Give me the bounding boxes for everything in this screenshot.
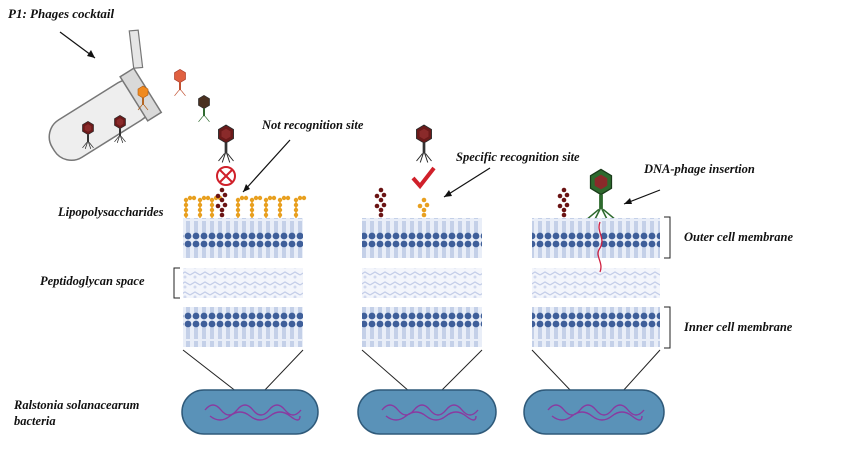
prohibited-icon	[216, 166, 236, 186]
lps-row-1	[183, 187, 307, 219]
panel-not-recognition	[182, 124, 307, 393]
test-tube	[48, 29, 163, 161]
bacterium-3	[523, 389, 665, 435]
dna-insertion-label: DNA-phage insertion	[644, 162, 755, 176]
outer-membrane-2	[362, 218, 482, 258]
bacterium-1	[181, 389, 319, 435]
peptidoglycan-2	[362, 268, 482, 298]
inner-membrane-3	[532, 307, 660, 347]
checkmark-icon	[411, 166, 436, 190]
phage-icon	[416, 124, 432, 163]
peptidoglycan-1	[183, 268, 303, 298]
inner-membrane-2	[362, 307, 482, 347]
not-recognition-label: Not recognition site	[262, 118, 364, 132]
bacteria-label-line2: bacteria	[14, 414, 56, 428]
specific-recognition-label: Specific recognition site	[456, 150, 580, 164]
dna-strand	[597, 221, 603, 273]
peptidoglycan-3	[532, 268, 660, 298]
bacteria-label-line1: Ralstonia solanacearum	[14, 398, 140, 412]
inner-membrane-label: Inner cell membrane	[684, 320, 793, 334]
panel-specific-recognition	[361, 124, 491, 393]
green-phage-icon	[585, 168, 617, 223]
outer-membrane-1	[183, 218, 303, 258]
bacteria-row	[181, 389, 665, 435]
peptidoglycan-label: Peptidoglycan space	[40, 274, 145, 288]
inner-membrane-1	[183, 307, 303, 347]
outer-membrane-3	[532, 218, 660, 258]
phages-cocktail-label: P1: Phages cocktail	[8, 6, 115, 21]
panel-dna-insertion	[531, 168, 671, 393]
bacterium-2	[357, 389, 497, 435]
free-phage-icons	[137, 69, 210, 123]
lipopolysaccharides-label: Lipopolysaccharides	[58, 205, 164, 219]
phage-icon	[218, 124, 234, 163]
outer-membrane-label: Outer cell membrane	[684, 230, 794, 244]
